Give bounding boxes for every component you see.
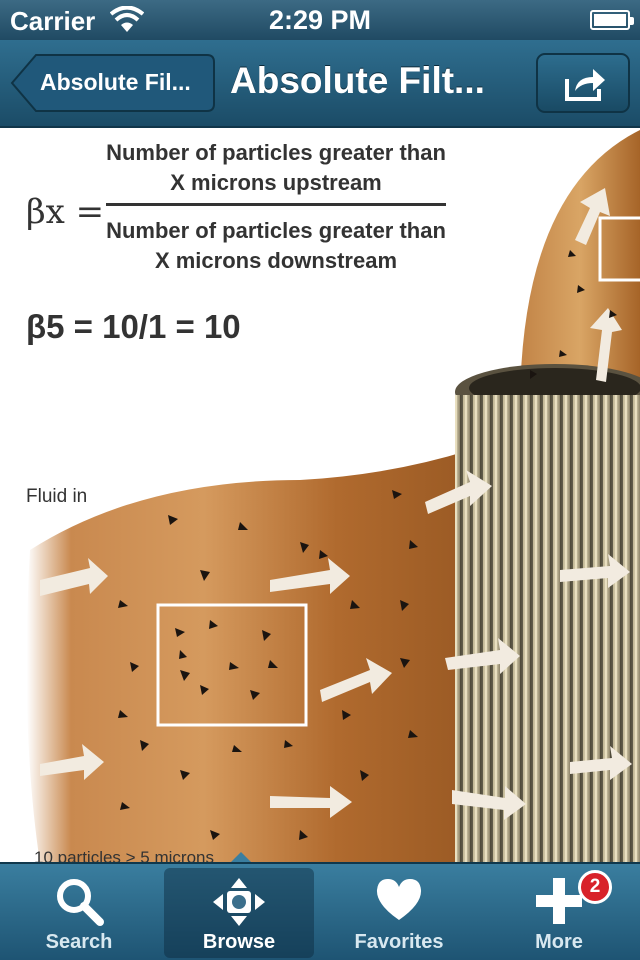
- tab-bar: Search Browse Favorites 2 More: [0, 862, 640, 960]
- back-button-shape: [10, 54, 215, 112]
- particles-note: 10 particles > 5 microns: [34, 848, 214, 863]
- share-button[interactable]: [536, 53, 630, 113]
- tab-favorites-label: Favorites: [354, 931, 444, 953]
- numerator-line-1: Number of particles greater than: [106, 140, 446, 165]
- heart-icon: [376, 879, 422, 920]
- share-icon: [565, 69, 605, 101]
- plus-icon: [536, 878, 582, 924]
- browse-icon: [213, 878, 265, 926]
- denominator-line-1: Number of particles greater than: [106, 218, 446, 243]
- tab-browse-label: Browse: [202, 931, 276, 953]
- fluid-in-label: Fluid in: [26, 486, 88, 507]
- active-tab-caret: [231, 852, 251, 862]
- search-icon: [57, 879, 104, 926]
- beta-5-equation: β5 = 10/1 = 10: [26, 308, 241, 345]
- fraction-bar: [106, 203, 446, 206]
- numerator-line-2: X microns upstream: [170, 170, 382, 195]
- navigation-bar: Absolute Fil... Absolute Filt...: [0, 40, 640, 128]
- battery-icon: [590, 10, 634, 30]
- denominator-line-2: X microns downstream: [154, 248, 398, 273]
- clock: 2:29 PM: [268, 5, 372, 35]
- tab-search-label: Search: [45, 931, 113, 953]
- notification-badge: 2: [578, 870, 612, 904]
- back-button-label: Absolute Fil...: [40, 69, 191, 95]
- tab-search[interactable]: Search: [4, 868, 154, 958]
- wifi-icon: [110, 6, 144, 32]
- carrier-label: Carrier: [10, 6, 96, 36]
- tab-more[interactable]: 2 More: [484, 868, 634, 958]
- tab-browse[interactable]: Browse: [164, 868, 314, 958]
- page-title: Absolute Filt...: [230, 60, 485, 101]
- back-button[interactable]: Absolute Fil...: [10, 53, 216, 113]
- status-bar: Carrier 2:29 PM: [0, 0, 640, 40]
- tab-more-label: More: [535, 931, 583, 953]
- beta-x-label: βx =: [26, 192, 105, 232]
- filter-diagram: [26, 130, 640, 863]
- diagram-view: Number of particles greater than X micro…: [0, 130, 640, 863]
- tab-favorites[interactable]: Favorites: [324, 868, 474, 958]
